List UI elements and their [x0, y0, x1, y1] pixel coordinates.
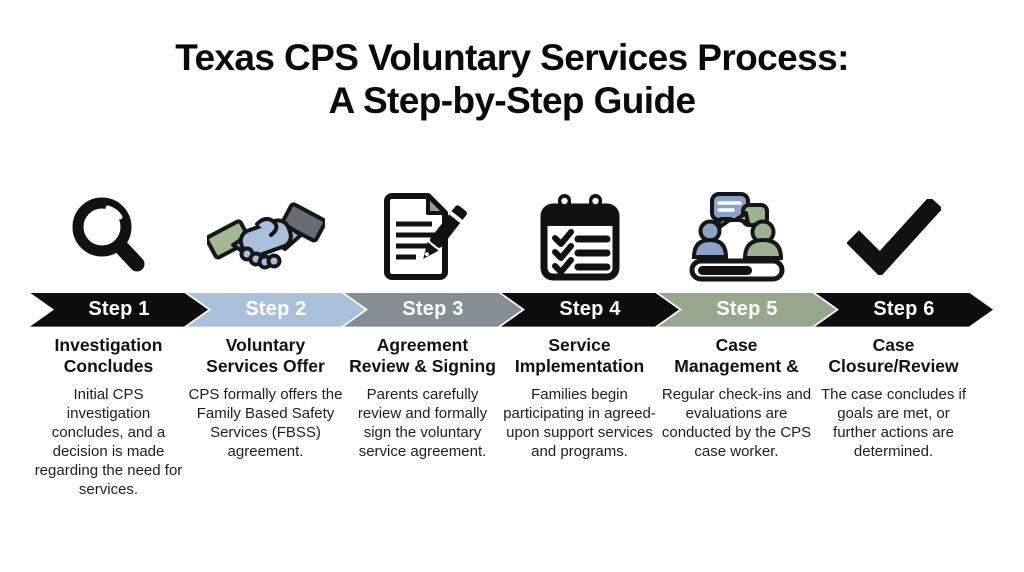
- step1-label: Step 1: [88, 298, 150, 321]
- step2-heading: Voluntary Services Offer: [206, 334, 325, 376]
- step1-icon-cell: [30, 187, 187, 287]
- step2-icon-cell: [187, 187, 344, 287]
- step3-heading: Agreement Review & Signing: [349, 334, 496, 376]
- step6-description: The case concludes if goals are met, or …: [820, 386, 967, 460]
- step5-description: Regular check-ins and evaluations are co…: [661, 386, 812, 460]
- step4-label: Step 4: [559, 298, 621, 321]
- step2-column: Voluntary Services Offer CPS formally of…: [187, 335, 344, 500]
- checklist-icon: [536, 191, 624, 283]
- step2-banner: Step 2: [187, 293, 365, 327]
- case-management-icon: [685, 191, 789, 283]
- step3-description: Parents carefully review and formally si…: [357, 386, 488, 460]
- step6-column: Case Closure/Review The case concludes i…: [815, 335, 972, 500]
- step3-banner: Step 3: [344, 293, 522, 327]
- step4-heading: Service Implementation: [514, 334, 645, 376]
- step1-heading: Investigation Concludes: [54, 334, 163, 376]
- document-pen-icon: [376, 190, 470, 284]
- magnifier-icon: [65, 194, 153, 280]
- step3-column: Agreement Review & Signing Parents caref…: [344, 335, 501, 500]
- step5-icon-cell: [658, 187, 815, 287]
- step5-banner: Step 5: [658, 293, 836, 327]
- step1-column: Investigation Concludes Initial CPS inve…: [30, 335, 187, 500]
- step3-label: Step 3: [402, 298, 464, 321]
- step6-label: Step 6: [873, 298, 935, 321]
- step2-description: CPS formally offers the Family Based Saf…: [188, 386, 343, 460]
- step1-banner: Step 1: [30, 293, 208, 327]
- page-title: Texas CPS Voluntary Services Process: A …: [0, 36, 1024, 123]
- handshake-icon: [206, 195, 325, 279]
- step3-icon-cell: [344, 187, 501, 287]
- step6-icon-cell: [815, 187, 972, 287]
- step-text-row: Investigation Concludes Initial CPS inve…: [0, 335, 1024, 500]
- step4-icon-cell: [501, 187, 658, 287]
- step5-column: Case Management & Regular check-ins and …: [658, 335, 815, 500]
- icons-row: [0, 187, 1024, 287]
- step4-description: Families begin participating in agreed-u…: [503, 386, 656, 460]
- checkmark-icon: [846, 198, 941, 275]
- step2-label: Step 2: [245, 298, 307, 321]
- page-title-line2: A Step-by-Step Guide: [328, 80, 697, 122]
- step5-label: Step 5: [716, 298, 778, 321]
- step6-heading: Case Closure/Review: [828, 334, 959, 376]
- page-title-line1: Texas CPS Voluntary Services Process:: [175, 37, 849, 78]
- step-banner-row: Step 1 Step 2 Step 3 Step 4 Step 5 Step …: [0, 293, 1024, 327]
- step4-banner: Step 4: [501, 293, 679, 327]
- step5-heading: Case Management &: [674, 334, 799, 376]
- step1-description: Initial CPS investigation concludes, and…: [34, 386, 183, 498]
- step6-banner: Step 6: [815, 293, 993, 327]
- step4-column: Service Implementation Families begin pa…: [501, 335, 658, 500]
